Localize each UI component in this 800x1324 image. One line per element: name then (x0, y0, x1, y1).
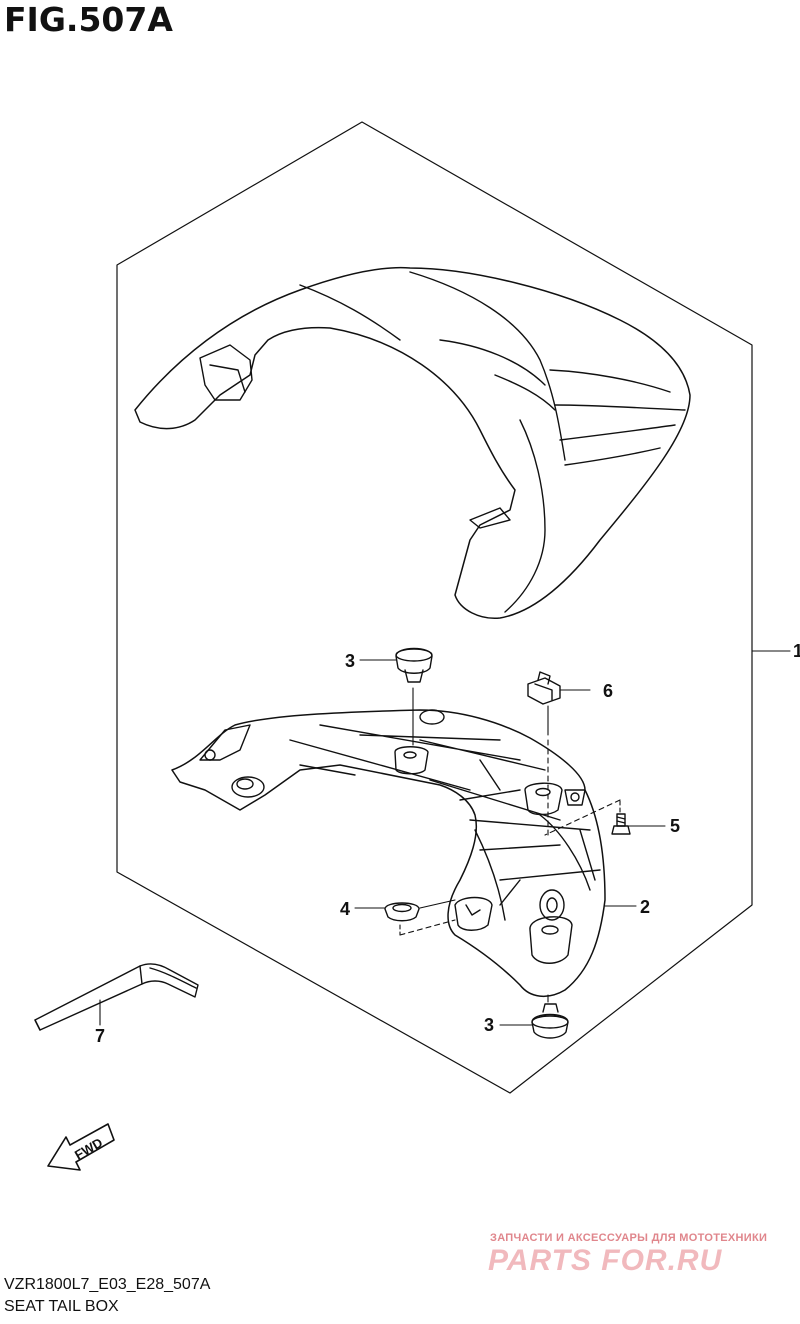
figure-title: FIG.507A (4, 0, 173, 39)
watermark-brand: PARTS FOR.RU (488, 1244, 723, 1277)
callout-5: 5 (670, 816, 680, 836)
bracket-frame-part (171, 709, 606, 997)
callout-4: 4 (340, 899, 350, 919)
assembly-name: SEAT TAIL BOX (4, 1298, 119, 1315)
callout-3-top: 3 (345, 651, 355, 671)
callout-1: 1 (793, 641, 800, 661)
forward-arrow-icon: FWD (47, 1123, 115, 1171)
model-code: VZR1800L7_E03_E28_507A (4, 1276, 211, 1293)
cushion-part-3-bottom (531, 1003, 569, 1039)
hex-wrench-part-7 (34, 963, 199, 1031)
callout-2: 2 (640, 897, 650, 917)
cushion-part-3-top (395, 647, 433, 683)
callout-7: 7 (95, 1026, 105, 1046)
seat-tail-cover-part (134, 266, 691, 619)
callout-3-bottom: 3 (484, 1015, 494, 1035)
clip-nut-part-6 (527, 671, 561, 705)
leader-lines (99, 650, 791, 1026)
watermark-subtitle: ЗАПЧАСТИ И АКСЕССУАРЫ ДЛЯ МОТОТЕХНИКИ (490, 1232, 768, 1244)
bolt-part-5 (611, 813, 631, 835)
grommet-part-4 (384, 902, 420, 922)
callout-6: 6 (603, 681, 613, 701)
assembly-frame (116, 121, 753, 1094)
